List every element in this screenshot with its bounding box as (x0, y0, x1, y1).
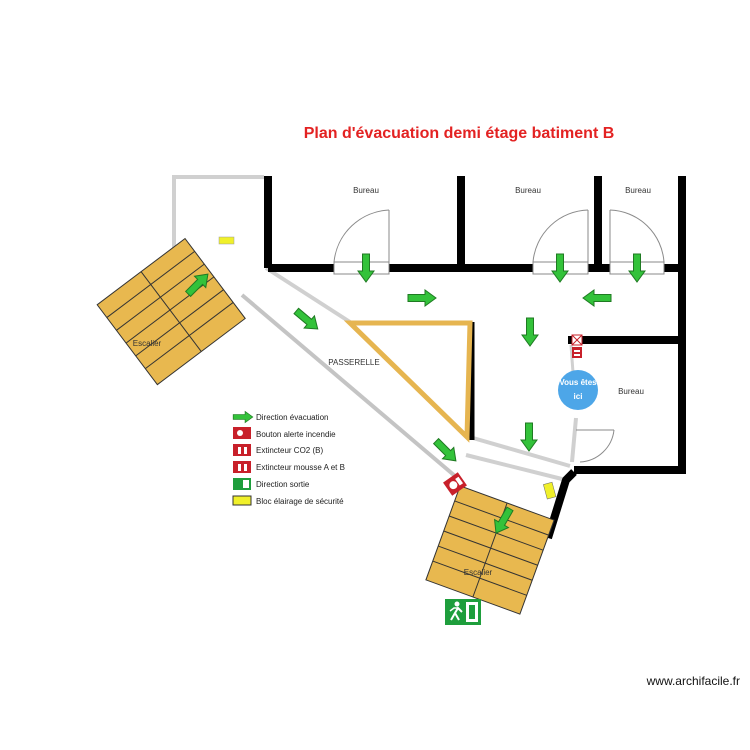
green-arrow-icon (232, 411, 254, 423)
legend: Direction évacuation Bouton alerte incen… (232, 411, 345, 506)
legend-item-alarm: Bouton alerte incendie (233, 427, 336, 439)
security-light-icon (232, 495, 252, 506)
light-walls (172, 175, 578, 481)
passerelle-outline (343, 320, 473, 443)
exit-sign-icon (445, 599, 481, 625)
legend-item-co2: Extincteur CO2 (B) (233, 444, 323, 456)
stairs-right (425, 485, 555, 615)
you-are-here-line2: ici (574, 392, 583, 401)
walls (264, 176, 686, 540)
legend-item-foam: Extincteur mousse A et B (233, 461, 345, 473)
room-label-passerelle: PASSERELLE (328, 358, 379, 367)
evacuation-arrow-icon (521, 317, 539, 347)
evacuation-arrow-icon (582, 289, 612, 307)
you-are-here-line1: Vous êtes (559, 378, 597, 387)
evacuation-arrow-icon (520, 422, 538, 452)
room-label-bureau-1: Bureau (353, 186, 379, 195)
watermark: www.archifacile.fr (646, 674, 740, 688)
foam-extinguisher-icon (233, 461, 251, 473)
room-label-escalier-right: Escalier (464, 568, 493, 577)
legend-label: Bloc élairage de sécurité (256, 497, 344, 506)
legend-item-light: Bloc élairage de sécurité (232, 495, 344, 506)
legend-label: Extincteur CO2 (B) (256, 446, 323, 455)
security-light (543, 481, 557, 500)
security-light (218, 236, 235, 245)
legend-label: Extincteur mousse A et B (256, 463, 345, 472)
legend-item-exit: Direction sortie (233, 478, 310, 490)
room-label-escalier-left: Escalier (133, 339, 162, 348)
legend-label: Direction évacuation (256, 413, 328, 422)
fire-alarm-button-icon (443, 472, 467, 496)
doors (333, 209, 665, 463)
room-label-bureau-2: Bureau (515, 186, 541, 195)
you-are-here-marker: Vous êtes ici (558, 370, 598, 410)
stairs-left (96, 237, 246, 386)
plan-title: Plan d'évacuation demi étage batiment B (304, 125, 615, 142)
legend-label: Direction sortie (256, 480, 310, 489)
room-label-bureau-3: Bureau (625, 186, 651, 195)
evacuation-arrow-icon (429, 434, 463, 468)
legend-label: Bouton alerte incendie (256, 430, 336, 439)
evacuation-arrow-icon (407, 289, 437, 307)
co2-extinguisher-icon (571, 334, 583, 358)
room-label-bureau-4: Bureau (618, 387, 644, 396)
evacuation-arrow-icon (290, 304, 324, 336)
co2-extinguisher-icon (233, 444, 251, 456)
legend-item-evacuation: Direction évacuation (232, 411, 328, 423)
